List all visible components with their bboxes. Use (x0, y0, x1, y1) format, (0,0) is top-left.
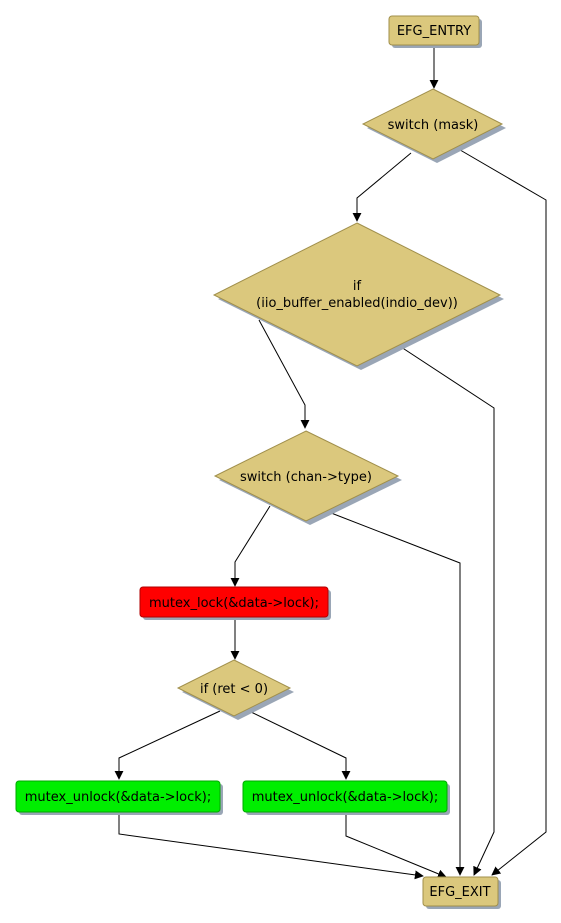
decision-diamond (176, 659, 292, 717)
edges (114, 46, 547, 880)
node-box (139, 586, 329, 618)
edge-switch-chan-to-mutex-lock (230, 505, 271, 587)
node-efg-exit[interactable]: EFG_EXIT (422, 876, 501, 909)
edge-switch-mask-to-exit (454, 146, 547, 876)
node-label: switch (chan->type) (240, 470, 372, 485)
edge-if-ret-to-unlock-right (248, 710, 351, 780)
node-label-line2: (iio_buffer_enabled(indio_dev)) (256, 296, 458, 311)
node-label: EFG_ENTRY (397, 24, 471, 39)
edge-unlock-right-to-exit (345, 812, 447, 879)
decision-diamond (213, 430, 400, 522)
node-switch-chan-type[interactable]: switch (chan->type) (213, 430, 402, 525)
node-label: if (ret < 0) (200, 682, 268, 697)
edge-unlock-left-to-exit (118, 812, 424, 880)
node-box (422, 876, 499, 907)
edge-if-ret-to-unlock-left (114, 710, 221, 780)
node-label: mutex_lock(&data->lock); (149, 596, 319, 611)
decision-diamond (212, 222, 502, 367)
node-label: mutex_unlock(&data->lock); (25, 790, 211, 805)
edge-switch-chan-to-exit (325, 510, 465, 876)
edge-if-buffer-to-switch-chan (258, 319, 310, 429)
node-box (242, 780, 448, 813)
node-if-ret[interactable]: if (ret < 0) (176, 659, 294, 720)
decision-diamond (361, 88, 504, 160)
node-box (15, 780, 221, 813)
node-label: EFG_EXIT (429, 885, 490, 900)
edge-switch-mask-to-if-buffer (352, 152, 412, 222)
node-mutex-unlock-right[interactable]: mutex_unlock(&data->lock); (242, 780, 450, 815)
edge-if-buffer-to-exit (397, 344, 495, 876)
node-label-line1: if (353, 279, 362, 294)
node-box (388, 15, 480, 46)
node-label: mutex_unlock(&data->lock); (252, 790, 438, 805)
node-mutex-lock[interactable]: mutex_lock(&data->lock); (139, 586, 331, 620)
node-if-buffer-enabled[interactable]: if (iio_buffer_enabled(indio_dev)) (212, 222, 504, 370)
node-label: switch (mask) (388, 118, 479, 133)
node-switch-mask[interactable]: switch (mask) (361, 88, 506, 163)
node-mutex-unlock-left[interactable]: mutex_unlock(&data->lock); (15, 780, 223, 815)
node-efg-entry[interactable]: EFG_ENTRY (388, 15, 482, 48)
